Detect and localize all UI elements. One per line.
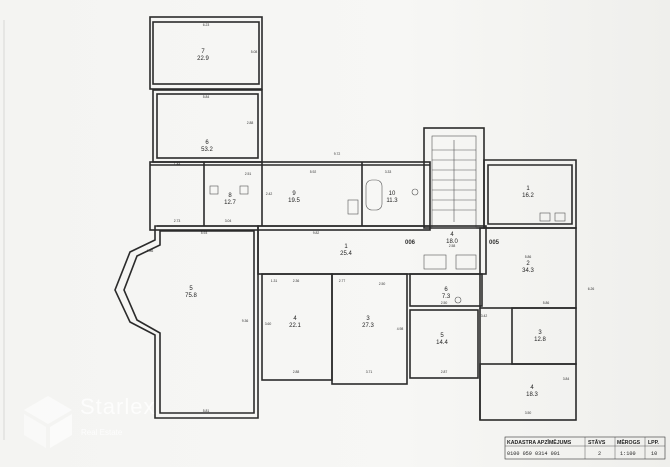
dim-label: 0.86 — [147, 249, 154, 253]
dim-label: 5.86 — [543, 301, 550, 305]
marker-006: 006 — [405, 240, 416, 246]
room-9-num: 9 — [292, 191, 296, 197]
title-block: KADASTRA APZĪMĒJUMS STĀVS MĒROGS LPP. 01… — [504, 436, 666, 460]
room-7-top-area: 22.9 — [197, 56, 209, 62]
room-4b-num: 4 — [530, 385, 534, 391]
dim-label: 3.60 — [265, 322, 272, 326]
dim-label: 9.72 — [334, 152, 341, 156]
stair-treads — [432, 149, 476, 211]
dim-label: 2.73 — [174, 219, 181, 223]
room-5-hall-area: 75.8 — [185, 293, 197, 299]
room-10-num: 10 — [389, 191, 396, 197]
room-1-top-area: 16.2 — [522, 193, 534, 199]
title-label-scale: MĒROGS — [617, 439, 641, 446]
watermark-brand: Starlex — [80, 394, 156, 419]
dim-label: 3.33 — [385, 170, 392, 174]
dim-label: 6.26 — [588, 287, 595, 291]
dimension-labels: 6.23 5.08 5.84 2.88 9.72 5.92 3.33 2.42 … — [147, 23, 595, 415]
room-2-area: 34.3 — [522, 268, 534, 274]
room-4-stair-area: 18.0 — [446, 239, 458, 245]
dim-label: 5.92 — [310, 170, 317, 174]
dim-label: 2.88 — [293, 370, 300, 374]
room-5-hall-num: 5 — [189, 286, 193, 292]
room-3a-area: 27.3 — [362, 323, 374, 329]
title-label-floor: STĀVS — [588, 439, 606, 446]
title-label-page: LPP. — [648, 440, 659, 446]
room-4-stair-num: 4 — [450, 232, 454, 238]
room-8-area: 12.7 — [224, 200, 236, 206]
title-value-page: 10 — [651, 451, 657, 457]
dim-label: 2.50 — [441, 301, 448, 305]
room-1-top-num: 1 — [526, 186, 530, 192]
room-5b-area: 14.4 — [436, 340, 448, 346]
dim-label: 3.50 — [525, 411, 532, 415]
room-3b-num: 3 — [538, 330, 542, 336]
room-9-area: 19.5 — [288, 198, 300, 204]
starlex-cube-icon — [24, 396, 72, 448]
dim-label: 9.82 — [313, 231, 320, 235]
room-6-area: 53.2 — [201, 147, 213, 153]
dim-label: 5.93 — [201, 231, 208, 235]
fixtures — [209, 179, 566, 304]
title-label-cadastre: KADASTRA APZĪMĒJUMS — [507, 439, 572, 446]
dim-label: 2.42 — [266, 192, 273, 196]
room-2-num: 2 — [526, 261, 530, 267]
room-4a-num: 4 — [293, 316, 297, 322]
title-value-floor: 2 — [598, 451, 601, 457]
title-value-scale: 1:100 — [620, 451, 636, 457]
room-3b-area: 12.8 — [534, 337, 546, 343]
dim-label: 5.84 — [203, 95, 210, 99]
dim-label: 3.42 — [481, 314, 488, 318]
dim-label: 1.31 — [271, 279, 278, 283]
room-8-num: 8 — [228, 193, 232, 199]
title-value-cadastre: 0100 059 0314 001 — [507, 451, 560, 457]
dim-label: 6.23 — [203, 23, 210, 27]
room-3a-num: 3 — [366, 316, 370, 322]
dim-label: 2.51 — [245, 172, 252, 176]
dim-label: 2.88 — [247, 121, 254, 125]
dim-label: 2.50 — [379, 282, 386, 286]
walls — [114, 16, 577, 421]
dim-label: 1.44 — [174, 162, 181, 166]
marker-005: 005 — [489, 240, 500, 246]
watermark-logo: Starlex Real Estate — [18, 392, 158, 454]
dim-label: 3.04 — [225, 219, 232, 223]
room-6b-area: 7.3 — [442, 294, 451, 300]
room-6-num: 6 — [205, 140, 209, 146]
room-4a-area: 22.1 — [289, 323, 301, 329]
dim-label: 3.71 — [366, 370, 373, 374]
dim-label: 5.81 — [203, 409, 210, 413]
dim-label: 5.86 — [525, 255, 532, 259]
room-1-corridor-area: 25.4 — [340, 251, 352, 257]
room-10-area: 11.3 — [386, 198, 398, 204]
room-6b-num: 6 — [444, 287, 448, 293]
markers: 006 005 — [405, 240, 500, 246]
dim-label: 2.58 — [449, 244, 456, 248]
room-5b-num: 5 — [440, 333, 444, 339]
room-1-corridor-num: 1 — [344, 244, 348, 250]
dim-label: 2.36 — [293, 279, 300, 283]
room-4b-area: 18.3 — [526, 392, 538, 398]
room-7-top-num: 7 — [201, 49, 205, 55]
room-labels: 7 22.9 6 53.2 8 12.7 9 19.5 10 11.3 4 18… — [185, 49, 546, 398]
dim-label: 4.98 — [397, 327, 404, 331]
dim-label: 2.77 — [339, 279, 346, 283]
dim-label: 5.08 — [251, 50, 258, 54]
watermark-tagline: Real Estate — [81, 428, 123, 437]
dim-label: 9.36 — [242, 319, 249, 323]
dim-label: 3.84 — [563, 377, 570, 381]
dim-label: 2.87 — [441, 370, 448, 374]
